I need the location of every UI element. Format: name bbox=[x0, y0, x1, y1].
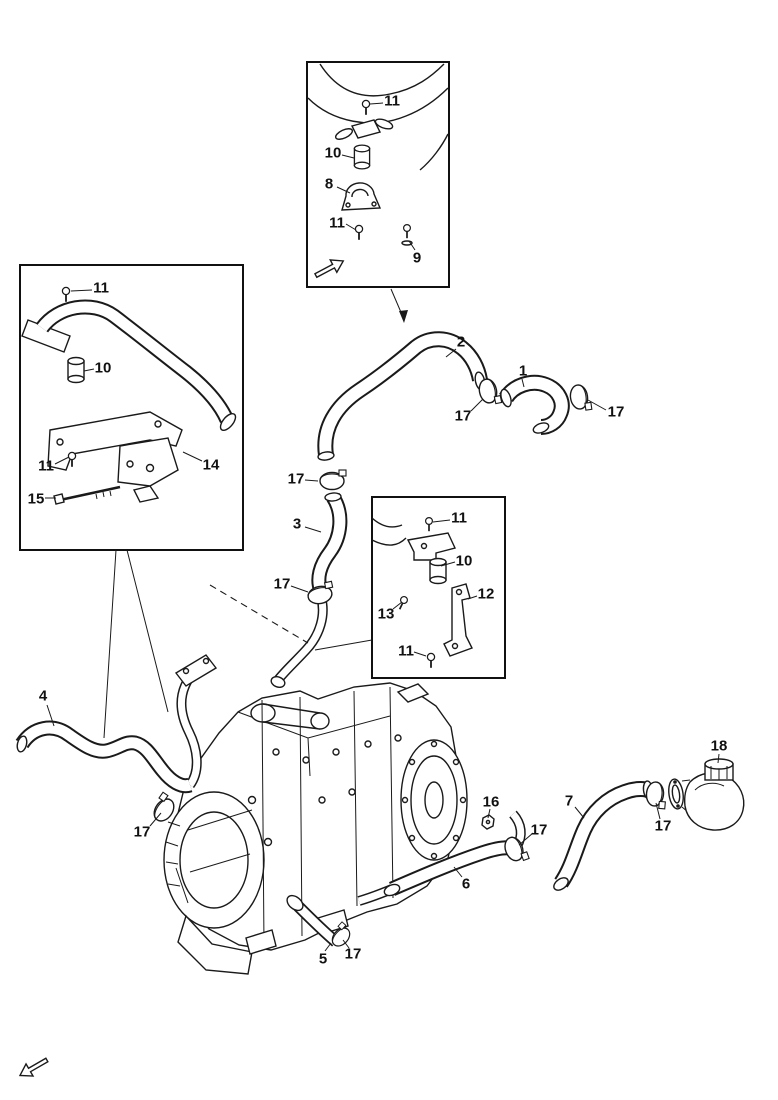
callout-17-clamp-c: 17 bbox=[287, 470, 305, 488]
callout-16-bolt: 16 bbox=[482, 793, 500, 811]
hose-6 bbox=[383, 840, 513, 897]
callout-17-clamp-b: 17 bbox=[607, 403, 625, 421]
callout-17-clamp-e: 17 bbox=[133, 823, 151, 841]
bellhousing-bolt-holes bbox=[401, 740, 467, 860]
callout-17-clamp-a: 17 bbox=[454, 407, 472, 425]
inset-box-left bbox=[19, 264, 244, 551]
callout-11-pipe-bolt: 11 bbox=[93, 279, 109, 297]
callout-11-plate-bolt: 11 bbox=[451, 509, 467, 527]
callout-8-bracket: 8 bbox=[324, 175, 334, 193]
callout-15-long-bolt: 15 bbox=[27, 490, 45, 508]
callout-1-hose: 1 bbox=[518, 362, 528, 380]
water-pipe-left bbox=[174, 654, 218, 788]
callout-9-bolt: 9 bbox=[412, 249, 422, 267]
callout-10-damper: 10 bbox=[324, 144, 342, 162]
callout-11-lower-bolt: 11 bbox=[329, 214, 345, 232]
callout-13-bolt: 13 bbox=[377, 605, 395, 623]
callout-4-hose: 4 bbox=[38, 687, 48, 705]
callout-17-clamp-h: 17 bbox=[344, 945, 362, 963]
water-pipe-upper bbox=[270, 595, 328, 688]
callout-18-fitting: 18 bbox=[710, 737, 728, 755]
water-inlet-fitting-18 bbox=[668, 758, 745, 831]
engine-transmission-assembly bbox=[163, 682, 468, 975]
hose-2 bbox=[317, 331, 488, 461]
leader-lines bbox=[45, 102, 720, 952]
callout-6-hose: 6 bbox=[461, 875, 471, 893]
view-direction-arrow-icon bbox=[313, 259, 345, 279]
inset-top-pointer-arrowhead bbox=[399, 310, 408, 323]
callout-7-hose: 7 bbox=[564, 792, 574, 810]
callout-17-clamp-f: 17 bbox=[530, 821, 548, 839]
front-direction-arrow-icon bbox=[18, 1057, 49, 1077]
callout-11-mid-bolt: 11 bbox=[398, 642, 414, 660]
callout-11-top-bolt: 11 bbox=[384, 92, 400, 110]
hose-4 bbox=[15, 720, 193, 794]
callout-10-pipe-damper: 10 bbox=[94, 359, 112, 377]
callout-14-bracket: 14 bbox=[202, 456, 220, 474]
callout-12-bracket: 12 bbox=[477, 585, 495, 603]
callout-17-clamp-g: 17 bbox=[654, 817, 672, 835]
callout-10-mid-damper: 10 bbox=[455, 552, 473, 570]
callout-11-bracket-bolt: 11 bbox=[38, 457, 54, 475]
inset-box-top bbox=[306, 61, 450, 288]
engine-bolt-holes bbox=[247, 734, 402, 847]
callout-17-clamp-d: 17 bbox=[273, 575, 291, 593]
inset-box-middle bbox=[371, 496, 506, 679]
callout-3-hose: 3 bbox=[292, 515, 302, 533]
callout-2-hose: 2 bbox=[456, 333, 466, 351]
callout-5-pipe: 5 bbox=[318, 950, 328, 968]
hose-1 bbox=[499, 374, 570, 435]
